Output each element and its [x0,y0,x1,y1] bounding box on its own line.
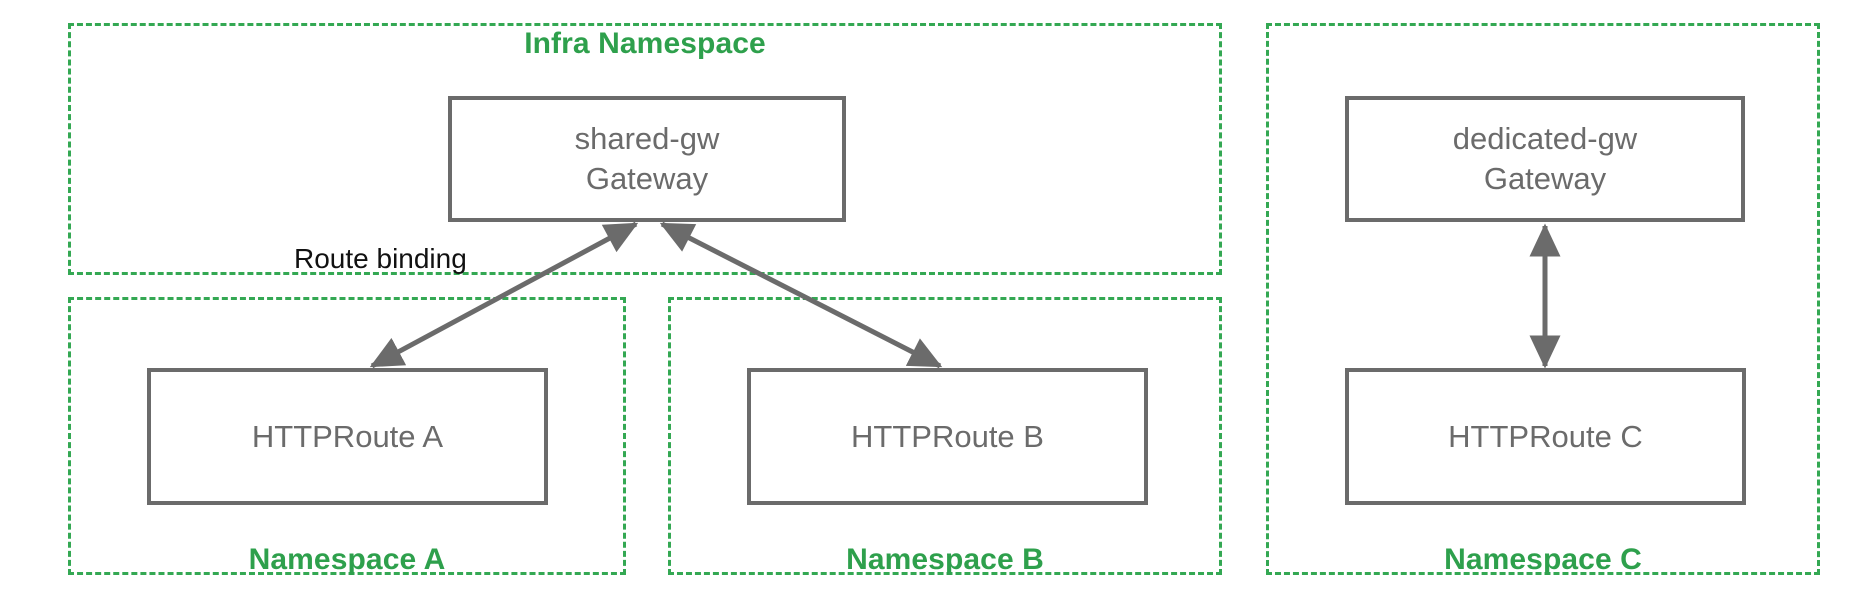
namespace-container-c [1266,23,1820,575]
node-dedicated-gw[interactable]: dedicated-gw Gateway [1345,96,1745,222]
namespace-label-a: Namespace A [248,543,446,576]
node-httproute-b[interactable]: HTTPRoute B [747,368,1148,505]
node-httproute-c-name: HTTPRoute C [1448,418,1643,454]
edge-label-route-binding: Route binding [294,243,467,274]
namespace-label-b: Namespace B [846,543,1044,576]
node-dedicated-gw-kind: Gateway [1483,161,1607,196]
namespace-label-c: Namespace C [1444,543,1642,576]
node-httproute-b-name: HTTPRoute B [851,418,1044,454]
node-dedicated-gw-name: dedicated-gw [1452,121,1638,157]
namespace-container-b [668,297,1222,575]
node-httproute-c[interactable]: HTTPRoute C [1345,368,1746,505]
namespace-label-infra: Infra Namespace [524,27,766,60]
node-shared-gw[interactable]: shared-gw Gateway [448,96,846,222]
namespace-container-a [68,297,626,575]
namespace-container-infra [68,23,1222,275]
node-shared-gw-kind: Gateway [585,161,709,196]
node-shared-gw-name: shared-gw [574,121,720,157]
node-httproute-a-name: HTTPRoute A [251,418,444,454]
node-httproute-a[interactable]: HTTPRoute A [147,368,548,505]
